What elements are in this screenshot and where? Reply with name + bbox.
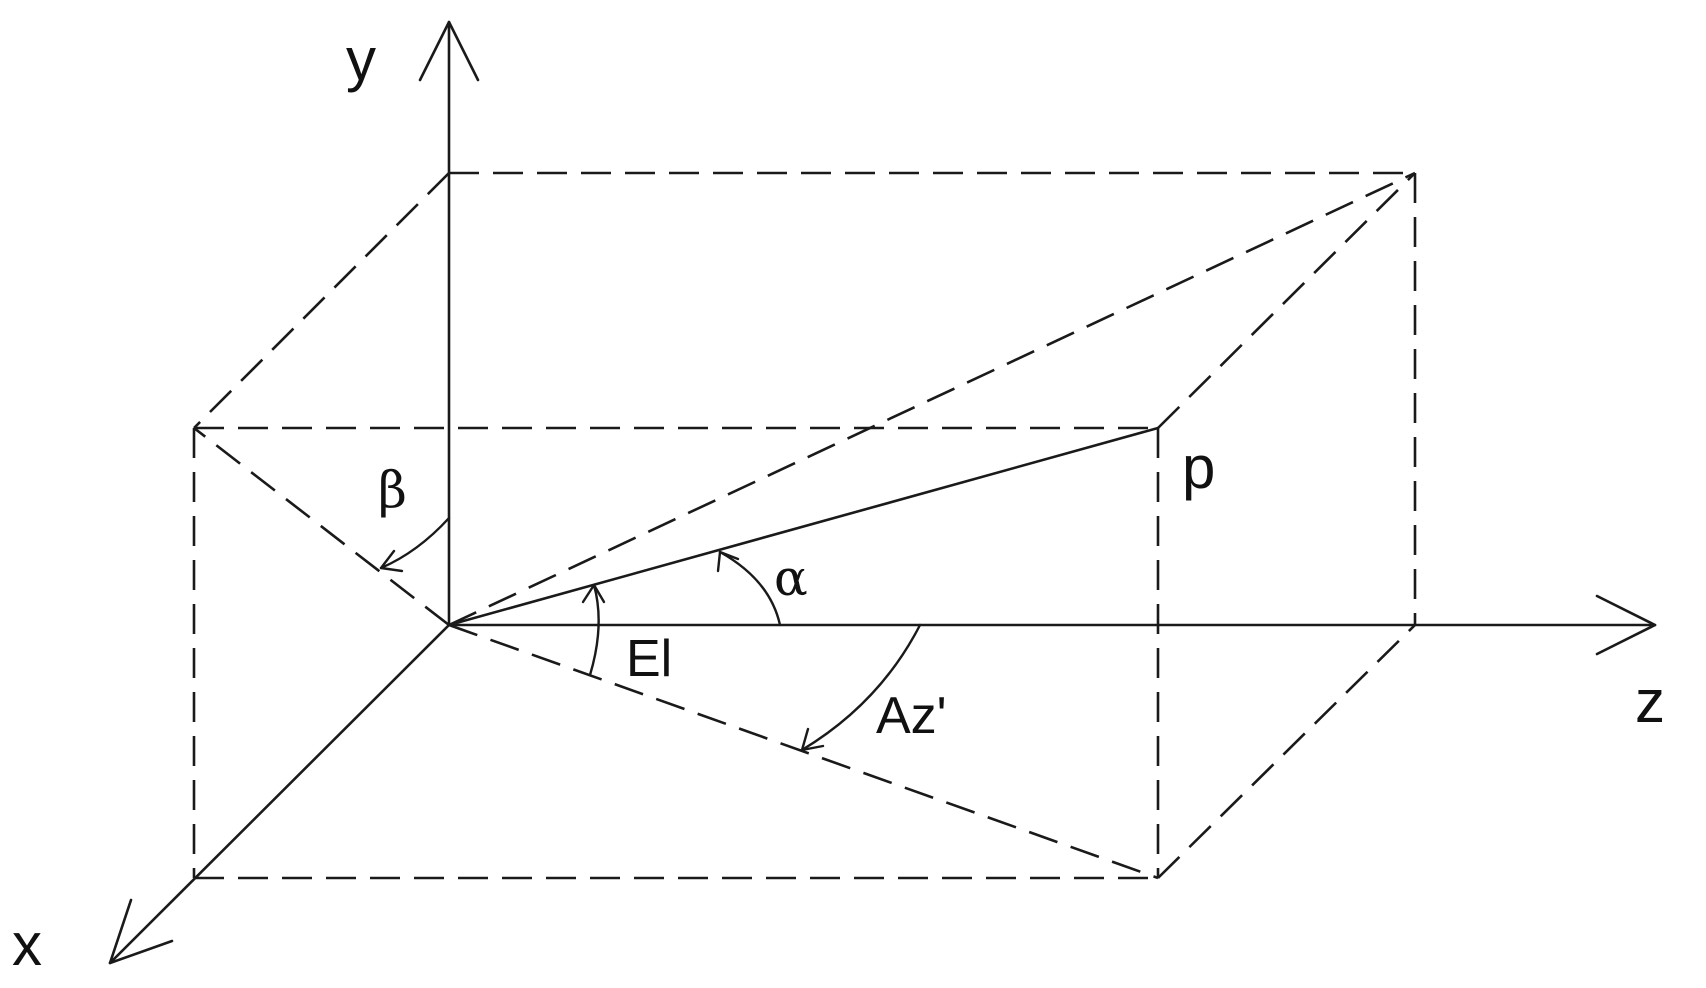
azimuth-arc bbox=[800, 623, 922, 752]
azimuth-label: Az' bbox=[876, 687, 947, 745]
alpha-label: α bbox=[774, 549, 808, 607]
beta-label: β bbox=[378, 461, 407, 519]
elevation-arrowhead bbox=[581, 583, 606, 604]
box-edge bbox=[1157, 624, 1416, 879]
z-axis-arrowhead bbox=[1595, 594, 1657, 656]
box-edge bbox=[193, 172, 450, 429]
x-axis-arrowhead bbox=[108, 898, 174, 965]
alpha-arrowhead bbox=[716, 550, 740, 573]
x-axis bbox=[108, 623, 451, 965]
projection-xz-plane bbox=[448, 623, 1159, 880]
beta-arc bbox=[379, 516, 451, 570]
diagonal-to-far-corner bbox=[448, 171, 1416, 627]
azimuth-arrowhead bbox=[800, 727, 825, 752]
x-axis-label: x bbox=[12, 911, 42, 978]
elevation-arc bbox=[588, 583, 600, 677]
point-p-label: p bbox=[1182, 434, 1215, 501]
y-axis-label: y bbox=[346, 26, 376, 93]
vector-op bbox=[447, 426, 1160, 627]
y-axis-arrowhead bbox=[418, 20, 480, 82]
beta-arrowhead bbox=[379, 549, 404, 573]
box-edge bbox=[1157, 172, 1416, 429]
elevation-label: El bbox=[626, 630, 672, 688]
projection-xy-plane bbox=[193, 426, 450, 627]
z-axis-label: z bbox=[1635, 668, 1665, 735]
alpha-arc bbox=[718, 550, 782, 627]
